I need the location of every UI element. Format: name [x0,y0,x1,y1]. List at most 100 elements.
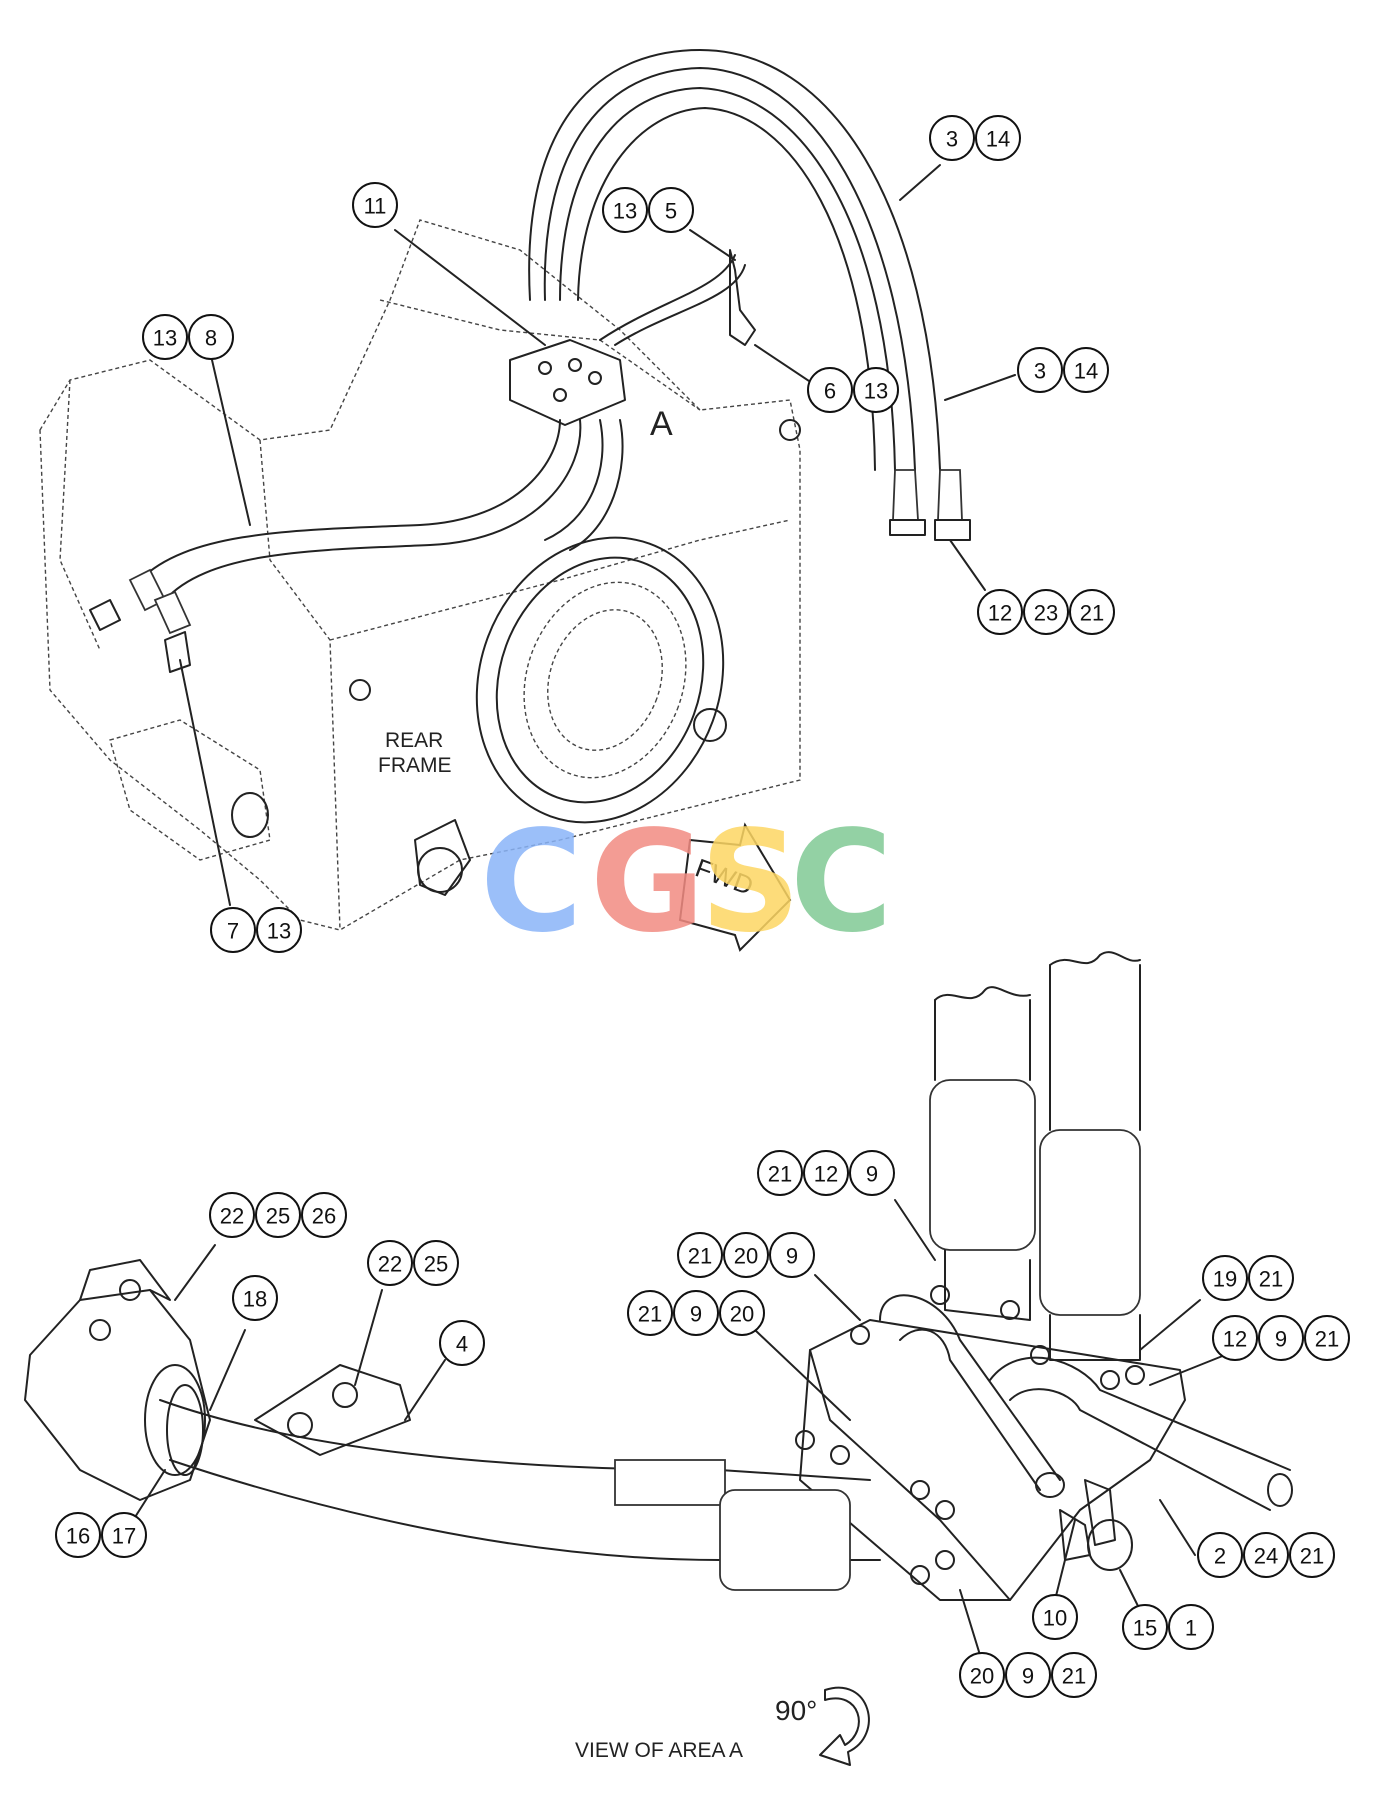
watermark-letter-2: G [590,801,705,964]
callout-number: 2 [1214,1544,1226,1569]
callout-circle [1202,1255,1248,1301]
callout-number: 21 [1259,1267,1283,1292]
callout-number: 5 [665,199,677,224]
callout-number: 25 [266,1204,290,1229]
callout-circle [757,1150,803,1196]
callout-number: 26 [312,1204,336,1229]
callout-group: 13 8 [142,314,234,360]
callout-number: 13 [864,379,888,404]
callout-group: 6 13 [807,367,899,413]
callout-circle [1063,347,1109,393]
callout-circle [301,1192,347,1238]
callout-number: 23 [1034,601,1058,626]
callout-circle [1122,1604,1168,1650]
callout-circle [803,1150,849,1196]
callout-number: 21 [768,1162,792,1187]
callout-circle [1197,1532,1243,1578]
callout-number: 21 [638,1302,662,1327]
watermark-letter-3: S [700,801,801,964]
callout-number: 9 [1275,1327,1287,1352]
callout-circle [1248,1255,1294,1301]
callout-number: 19 [1213,1267,1237,1292]
rear-frame-drawing [39,219,801,931]
callout-number: 13 [613,199,637,224]
view-caption: VIEW OF AREA A [575,1739,743,1762]
callout-number: 3 [1034,359,1046,384]
callout-group: 2 24 21 [1197,1532,1335,1578]
callout-number: 3 [946,127,958,152]
callout-group: 11 [352,182,398,228]
callout-circle [807,367,853,413]
callout-number: 20 [734,1244,758,1269]
callout-number: 16 [66,1524,90,1549]
callout-circle [232,1275,278,1321]
callout-circle [413,1240,459,1286]
leader-lines [129,164,1226,1656]
callout-group: 3 14 [929,115,1021,161]
callout-number: 9 [690,1302,702,1327]
callout-circle [849,1150,895,1196]
callout-circle [673,1290,719,1336]
callout-number: 9 [1022,1664,1034,1689]
callout-circle [1258,1315,1304,1361]
cgsc-watermark: C G S C [480,801,893,964]
callout-number: 18 [243,1287,267,1312]
area-a-label: A [650,405,673,443]
rotation-arrow-icon [819,1686,870,1766]
callout-number: 12 [988,601,1012,626]
callout-circle [1168,1604,1214,1650]
callout-number: 24 [1254,1544,1278,1569]
callout-group: 4 [439,1320,485,1366]
callout-number: 21 [1300,1544,1324,1569]
callout-circle [602,187,648,233]
callout-number: 17 [112,1524,136,1549]
callout-circle [55,1512,101,1558]
callout-circle [1017,347,1063,393]
callout-circle [723,1232,769,1278]
callout-number: 21 [1080,601,1104,626]
callout-circle [101,1512,147,1558]
callout-circle [1304,1315,1350,1361]
callout-number: 22 [220,1204,244,1229]
callout-circle [1069,589,1115,635]
callout-circle [256,907,302,953]
callout-circle [959,1652,1005,1698]
callout-group: 3 14 [1017,347,1109,393]
callout-circle [188,314,234,360]
callout-number: 13 [267,919,291,944]
callout-number: 14 [1074,359,1098,384]
callout-circle [439,1320,485,1366]
callout-circle [648,187,694,233]
callout-circle [1243,1532,1289,1578]
callout-circle [209,1192,255,1238]
callout-number: 13 [153,326,177,351]
callout-circle [210,907,256,953]
callout-circle [719,1290,765,1336]
callout-circle [1005,1652,1051,1698]
callout-number: 14 [986,127,1010,152]
callout-number: 12 [814,1162,838,1187]
callout-circle [975,115,1021,161]
callout-circle [255,1192,301,1238]
callout-number: 9 [786,1244,798,1269]
callout-number: 6 [824,379,836,404]
callout-number: 20 [970,1664,994,1689]
callout-circle [1051,1652,1097,1698]
callout-circle [1289,1532,1335,1578]
callout-circle [853,367,899,413]
callout-number: 25 [424,1252,448,1277]
callout-circle [929,115,975,161]
view-area-a-drawing [24,951,1293,1601]
callout-number: 8 [205,326,217,351]
